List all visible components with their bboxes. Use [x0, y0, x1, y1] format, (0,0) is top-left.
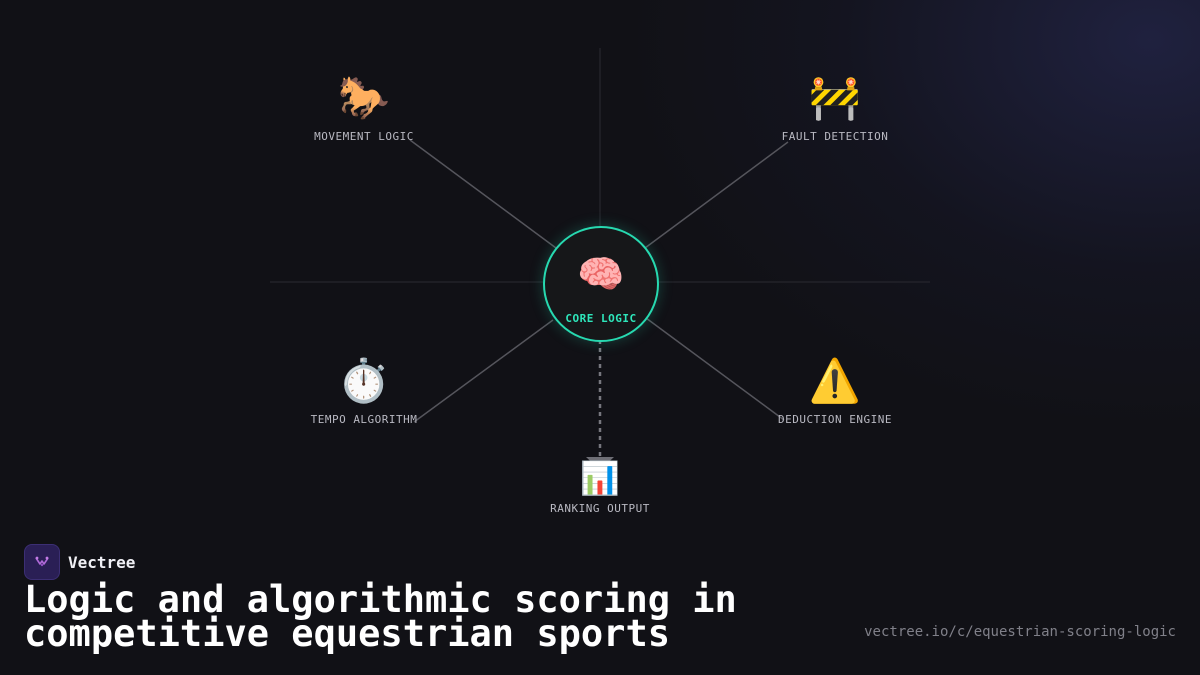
connector-tempo-algorithm: [413, 319, 554, 423]
bar-chart-icon: 📊: [580, 459, 620, 497]
connector-fault-detection: [644, 141, 789, 249]
node-label: DEDUCTION ENGINE: [778, 413, 892, 426]
node-label: FAULT DETECTION: [781, 130, 889, 143]
page-title: Logic and algorithmic scoring in competi…: [24, 578, 844, 655]
node-ranking-output[interactable]: 📊 RANKING OUTPUT: [515, 458, 685, 515]
core-logic-node[interactable]: 🧠 CORE LOGIC: [543, 226, 659, 342]
node-label: MOVEMENT LOGIC: [314, 130, 414, 143]
node-fault-detection[interactable]: 🚧 FAULT DETECTION: [750, 72, 920, 143]
connector-deduction-engine: [645, 317, 785, 421]
node-tempo-algorithm[interactable]: ⏱️ TEMPO ALGORITHM: [279, 355, 449, 426]
node-movement-logic[interactable]: 🐎 MOVEMENT LOGIC: [279, 72, 449, 143]
horse-icon: 🐎: [337, 73, 391, 122]
connector-arrowhead: [586, 457, 614, 470]
warning-icon: ⚠️: [808, 356, 862, 405]
construction-barrier-icon: 🚧: [808, 73, 862, 122]
connector-movement-logic: [409, 139, 557, 249]
brand-name: Vectree: [68, 552, 136, 572]
node-label: RANKING OUTPUT: [550, 502, 650, 515]
page-url[interactable]: vectree.io/c/equestrian-scoring-logic: [864, 624, 1176, 640]
brain-icon: 🧠: [577, 252, 625, 296]
title-line-2: competitive equestrian sports: [24, 612, 671, 655]
title-line-1: Logic and algorithmic scoring in: [24, 578, 737, 621]
node-label: TEMPO ALGORITHM: [310, 413, 418, 426]
stopwatch-icon: ⏱️: [337, 356, 391, 405]
vectree-logo-icon: [24, 544, 60, 580]
core-logic-label: CORE LOGIC: [565, 312, 637, 325]
node-deduction-engine[interactable]: ⚠️ DEDUCTION ENGINE: [750, 355, 920, 426]
brand[interactable]: Vectree: [24, 544, 135, 580]
